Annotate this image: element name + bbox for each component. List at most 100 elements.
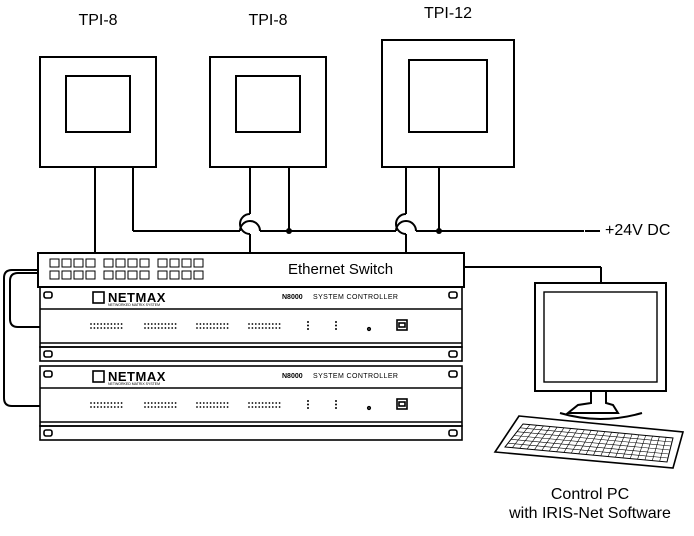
controller-1-model-text: SYSTEM CONTROLLER xyxy=(313,294,399,301)
led-dot xyxy=(268,402,271,404)
led-dot xyxy=(107,327,109,329)
led-dot xyxy=(167,323,170,325)
led-dot xyxy=(164,327,167,329)
led-dot xyxy=(307,403,309,406)
led-dot xyxy=(202,327,205,329)
led-dot xyxy=(147,323,150,325)
led-dot xyxy=(307,321,309,323)
switch-port xyxy=(85,270,96,280)
led-dot xyxy=(254,327,257,329)
keyboard-column-line xyxy=(600,432,612,456)
switch-port xyxy=(139,258,150,268)
led-dot xyxy=(275,323,278,325)
led-dot xyxy=(226,323,229,325)
led-dot xyxy=(268,327,271,329)
led-dot xyxy=(258,402,261,404)
switch-ports xyxy=(49,258,204,280)
led-dot xyxy=(107,323,109,325)
junction-dots xyxy=(286,228,442,234)
led-dot xyxy=(113,323,116,325)
led-dot xyxy=(219,323,222,325)
led-dot xyxy=(265,406,267,408)
led-dot xyxy=(248,406,250,408)
led-dot xyxy=(150,327,153,329)
loop-cable-2 xyxy=(3,269,40,407)
keyboard-column-line xyxy=(563,428,578,453)
led-dot xyxy=(150,323,153,325)
keyboard-keys xyxy=(507,424,673,462)
led-dot xyxy=(248,323,250,325)
led-dot xyxy=(161,323,163,325)
led-dot xyxy=(223,327,226,329)
led-dot xyxy=(157,327,160,329)
pc-label-line2: with IRIS-Net Software xyxy=(509,505,671,522)
ethernet-switch xyxy=(37,252,465,288)
switch-label: Ethernet Switch xyxy=(288,261,394,278)
led-dot xyxy=(100,402,103,404)
led-dot xyxy=(167,406,170,408)
led-dot xyxy=(307,400,309,402)
controller-1-brand: NETMAX xyxy=(108,290,166,305)
led-dot xyxy=(120,327,123,329)
led-dot xyxy=(335,403,337,406)
led-dot xyxy=(117,402,120,404)
keyboard-column-line xyxy=(541,427,558,451)
controller-1-subtitle: NETWORKED MATRIX SYSTEM xyxy=(108,303,161,307)
led-dot xyxy=(174,406,177,408)
led-dot xyxy=(93,327,96,329)
led-dot xyxy=(206,406,209,408)
led-dot xyxy=(147,406,150,408)
led-dot xyxy=(258,406,261,408)
pc-label-line1: Control PC xyxy=(550,486,630,503)
led-dot xyxy=(120,402,123,404)
led-dot xyxy=(278,402,281,404)
led-dot xyxy=(335,321,337,323)
led-dot xyxy=(196,406,198,408)
switch-port xyxy=(103,270,114,280)
led-dot xyxy=(171,406,174,408)
led-dot xyxy=(307,324,309,327)
switch-port xyxy=(49,270,60,280)
led-dot xyxy=(96,327,99,329)
led-dot xyxy=(196,402,198,404)
led-dot xyxy=(223,323,226,325)
switch-port xyxy=(115,258,126,268)
switch-port xyxy=(73,258,84,268)
led-dot xyxy=(209,327,212,329)
led-dot xyxy=(251,327,254,329)
keyboard-column-line xyxy=(593,431,606,456)
keyboard-column-line xyxy=(526,425,544,450)
led-dot xyxy=(213,406,215,408)
led-dot xyxy=(120,323,123,325)
led-dot xyxy=(268,406,271,408)
led-dot xyxy=(268,323,271,325)
led-dot xyxy=(103,402,106,404)
led-dot xyxy=(103,323,106,325)
switch-port xyxy=(157,258,168,268)
led-dot xyxy=(219,402,222,404)
power-label: +24V DC xyxy=(605,222,671,239)
led-dot xyxy=(335,324,337,327)
led-dot xyxy=(90,327,92,329)
led-dot xyxy=(164,406,167,408)
led-dot xyxy=(202,406,205,408)
led-dot xyxy=(144,406,146,408)
switch-port xyxy=(61,258,72,268)
ethernet-cables xyxy=(94,167,407,253)
led-dot xyxy=(167,402,170,404)
led-dot xyxy=(147,402,150,404)
led-dot xyxy=(335,328,337,330)
led-dot xyxy=(254,323,257,325)
led-dot xyxy=(223,402,226,404)
led-dot xyxy=(96,406,99,408)
keyboard-column-line xyxy=(512,424,531,448)
switch-port xyxy=(193,270,204,280)
led-dot xyxy=(213,327,215,329)
switch-port xyxy=(61,270,72,280)
keyboard-column-line xyxy=(637,435,647,460)
switch-port xyxy=(85,258,96,268)
controller-2-subtitle: NETWORKED MATRIX SYSTEM xyxy=(108,382,161,386)
led-dot xyxy=(110,323,113,325)
led-dot xyxy=(157,406,160,408)
led-dot xyxy=(223,406,226,408)
